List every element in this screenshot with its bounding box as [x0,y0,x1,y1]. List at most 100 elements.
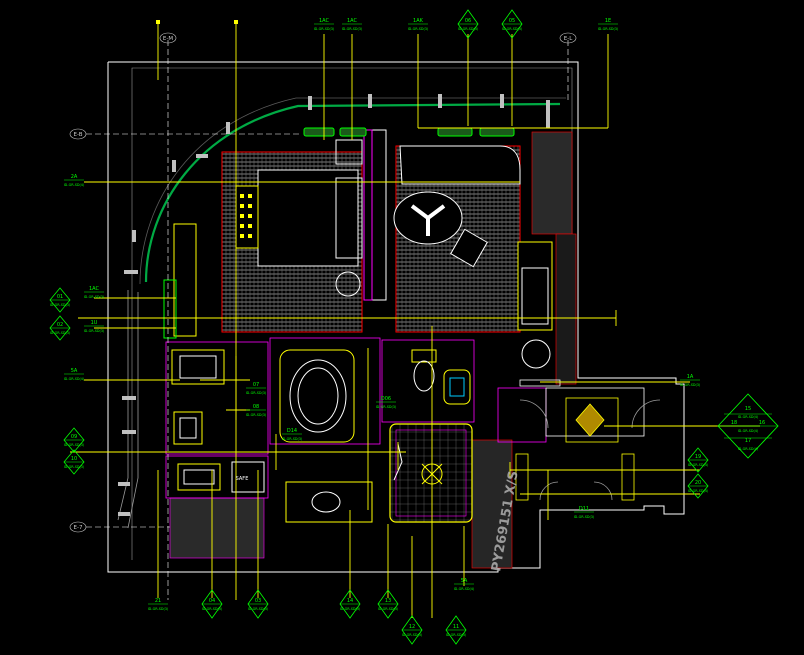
svg-text:ID-GR-SD(3): ID-GR-SD(3) [402,633,423,637]
detail-tag-1ak[interactable]: 1AK ID-GR-SD(3) [408,18,429,31]
svg-text:5A: 5A [71,368,78,374]
curtain-track [117,97,566,529]
detail-tag-12[interactable]: 12 ID-GR-SD(3) [401,615,423,645]
svg-text:ID-GR-SD(3): ID-GR-SD(3) [248,607,269,611]
safe-label: SAFE [236,476,249,482]
axis-label-e-7: E-7 [74,525,83,531]
svg-text:5A: 5A [461,578,468,584]
svg-text:ID-GR-SD(3): ID-GR-SD(3) [446,633,467,637]
axis-markers [69,32,577,533]
detail-tag-06[interactable]: 06 ID-GR-SD(3) [457,9,479,39]
detail-tag-5a-bottom[interactable]: 5A ID-GR-SD(4) [454,578,475,591]
axis-label-e-m: E-M [163,36,173,42]
svg-text:ID-GR-SD(3): ID-GR-SD(3) [64,465,85,469]
detail-tag-1ac-c[interactable]: 1AC ID-GR-SD(3) [84,286,105,299]
svg-text:ID-GR-SD(4): ID-GR-SD(4) [738,429,759,433]
svg-text:08: 08 [253,404,259,410]
bed-buttons [240,194,252,238]
vanity-sinks [171,349,225,491]
svg-text:1E: 1E [605,18,611,24]
detail-tag-1ac-b[interactable]: 1AC ID-GR-SD(3) [342,18,363,31]
detail-tag-19[interactable]: 19 ID-GR-SD(4) [687,447,709,473]
svg-text:ID-GR-SD(3): ID-GR-SD(3) [378,607,399,611]
svg-text:ID-GR-SD(3): ID-GR-SD(3) [64,443,85,447]
svg-text:15: 15 [745,406,751,412]
svg-text:04: 04 [209,598,215,604]
svg-text:07: 07 [253,382,259,388]
detail-tag-d14[interactable]: D14 ID-GR-SD(3) [282,428,303,441]
entry-area [497,379,661,501]
svg-text:1U: 1U [91,320,98,326]
svg-text:1AK: 1AK [413,18,424,24]
detail-tag-11[interactable]: 11 ID-GR-SD(3) [445,615,467,645]
svg-text:ID-GR-SD(4): ID-GR-SD(4) [454,587,475,591]
detail-tag-21[interactable]: 21 ID-GR-SD(3) [148,598,169,611]
svg-text:ID-GR-SD(3): ID-GR-SD(3) [340,607,361,611]
detail-tag-1e[interactable]: 1E ID-GR-SD(3) [598,18,619,31]
detail-tag-07[interactable]: 07 ID-GR-SD(3) [246,382,267,395]
svg-text:1A: 1A [687,374,694,380]
svg-text:ID-GR-SD(4): ID-GR-SD(4) [64,183,85,187]
svg-text:1AC: 1AC [89,286,100,292]
detail-tag-08[interactable]: 08 ID-GR-SD(3) [246,404,267,417]
desk [163,129,387,339]
svg-text:09: 09 [71,434,77,440]
svg-text:ID-GR-SD(3): ID-GR-SD(3) [598,27,619,31]
detail-tag-02[interactable]: 02 ID-GR-SD(3) [49,315,71,341]
svg-text:11: 11 [453,624,459,630]
detail-tag-5a-left[interactable]: 5A ID-GR-SD(4) [64,368,85,381]
curtain-hooks [118,94,550,516]
svg-text:ID-GR-SD(4): ID-GR-SD(4) [64,377,85,381]
svg-text:ID-GR-SD(3): ID-GR-SD(3) [574,515,595,519]
svg-text:ID-GR-SD(3): ID-GR-SD(3) [50,303,71,307]
svg-text:ID-GR-SD(3): ID-GR-SD(3) [376,405,397,409]
svg-text:01: 01 [57,294,63,300]
detail-tag-03[interactable]: 03 ID-GR-SD(3) [247,589,269,619]
wall-masses [169,131,577,569]
svg-text:ID-GR-SD(3): ID-GR-SD(3) [84,295,105,299]
detail-tag-14[interactable]: 14 ID-GR-SD(3) [339,589,361,619]
lower-vanity [231,461,373,523]
svg-text:ID-GR-SD(3): ID-GR-SD(3) [246,413,267,417]
svg-text:ID-GR-SD(3): ID-GR-SD(3) [84,329,105,333]
detail-tag-09[interactable]: 09 ID-GR-SD(3) [63,427,85,453]
svg-text:ID-GR-SD(3): ID-GR-SD(3) [282,437,303,441]
bed [235,169,363,297]
detail-tag-1a[interactable]: 1A ID-GR-SD(3) [680,374,701,387]
svg-text:ID-GR-SD(3): ID-GR-SD(3) [408,27,429,31]
svg-text:05: 05 [509,18,515,24]
detail-tag-10[interactable]: 10 ID-GR-SD(3) [63,449,85,475]
svg-text:D06: D06 [381,396,391,402]
svg-text:ID-GR-SD(3): ID-GR-SD(3) [314,27,335,31]
detail-tag-01[interactable]: 01 ID-GR-SD(3) [49,287,71,313]
svg-text:ID-GR-SD(3): ID-GR-SD(3) [148,607,169,611]
svg-text:ID-GR-SD(3): ID-GR-SD(3) [502,27,523,31]
detail-tag-cluster-15-18[interactable]: 15 ID-GR-SD(4) 18 16 ID-GR-SD(4) 17 ID-G… [717,393,779,459]
detail-tag-20[interactable]: 20 ID-GR-SD(4) [687,473,709,499]
detail-tag-05[interactable]: 05 ID-GR-SD(3) [501,9,523,39]
axis-label-e-b: E-B [73,132,82,138]
svg-text:ID-GR-SD(4): ID-GR-SD(4) [688,463,709,467]
svg-text:ID-GR-SD(4): ID-GR-SD(4) [738,415,759,419]
leader-ticks [156,20,238,24]
detail-tag-d06[interactable]: D06 ID-GR-SD(3) [376,396,397,409]
detail-tag-13[interactable]: 13 ID-GR-SD(3) [377,589,399,619]
svg-text:10: 10 [71,456,77,462]
svg-text:16: 16 [759,420,765,426]
shower [389,423,473,523]
svg-text:D14: D14 [287,428,297,434]
svg-text:17: 17 [745,438,751,444]
svg-text:2A: 2A [71,174,78,180]
detail-tag-1ac-a[interactable]: 1AC ID-GR-SD(3) [314,18,335,31]
detail-tag-1u[interactable]: 1U ID-GR-SD(3) [84,320,105,333]
svg-text:02: 02 [57,322,63,328]
svg-text:ID-GR-SD(3): ID-GR-SD(3) [202,607,223,611]
detail-tag-d11[interactable]: D11 ID-GR-SD(3) [574,506,595,519]
bathtub [279,349,355,443]
detail-tag-04[interactable]: 04 ID-GR-SD(3) [201,589,223,619]
svg-text:14: 14 [347,598,353,604]
svg-text:1AC: 1AC [319,18,330,24]
leader-lines [70,22,760,618]
detail-tag-2a[interactable]: 2A ID-GR-SD(4) [64,174,85,187]
